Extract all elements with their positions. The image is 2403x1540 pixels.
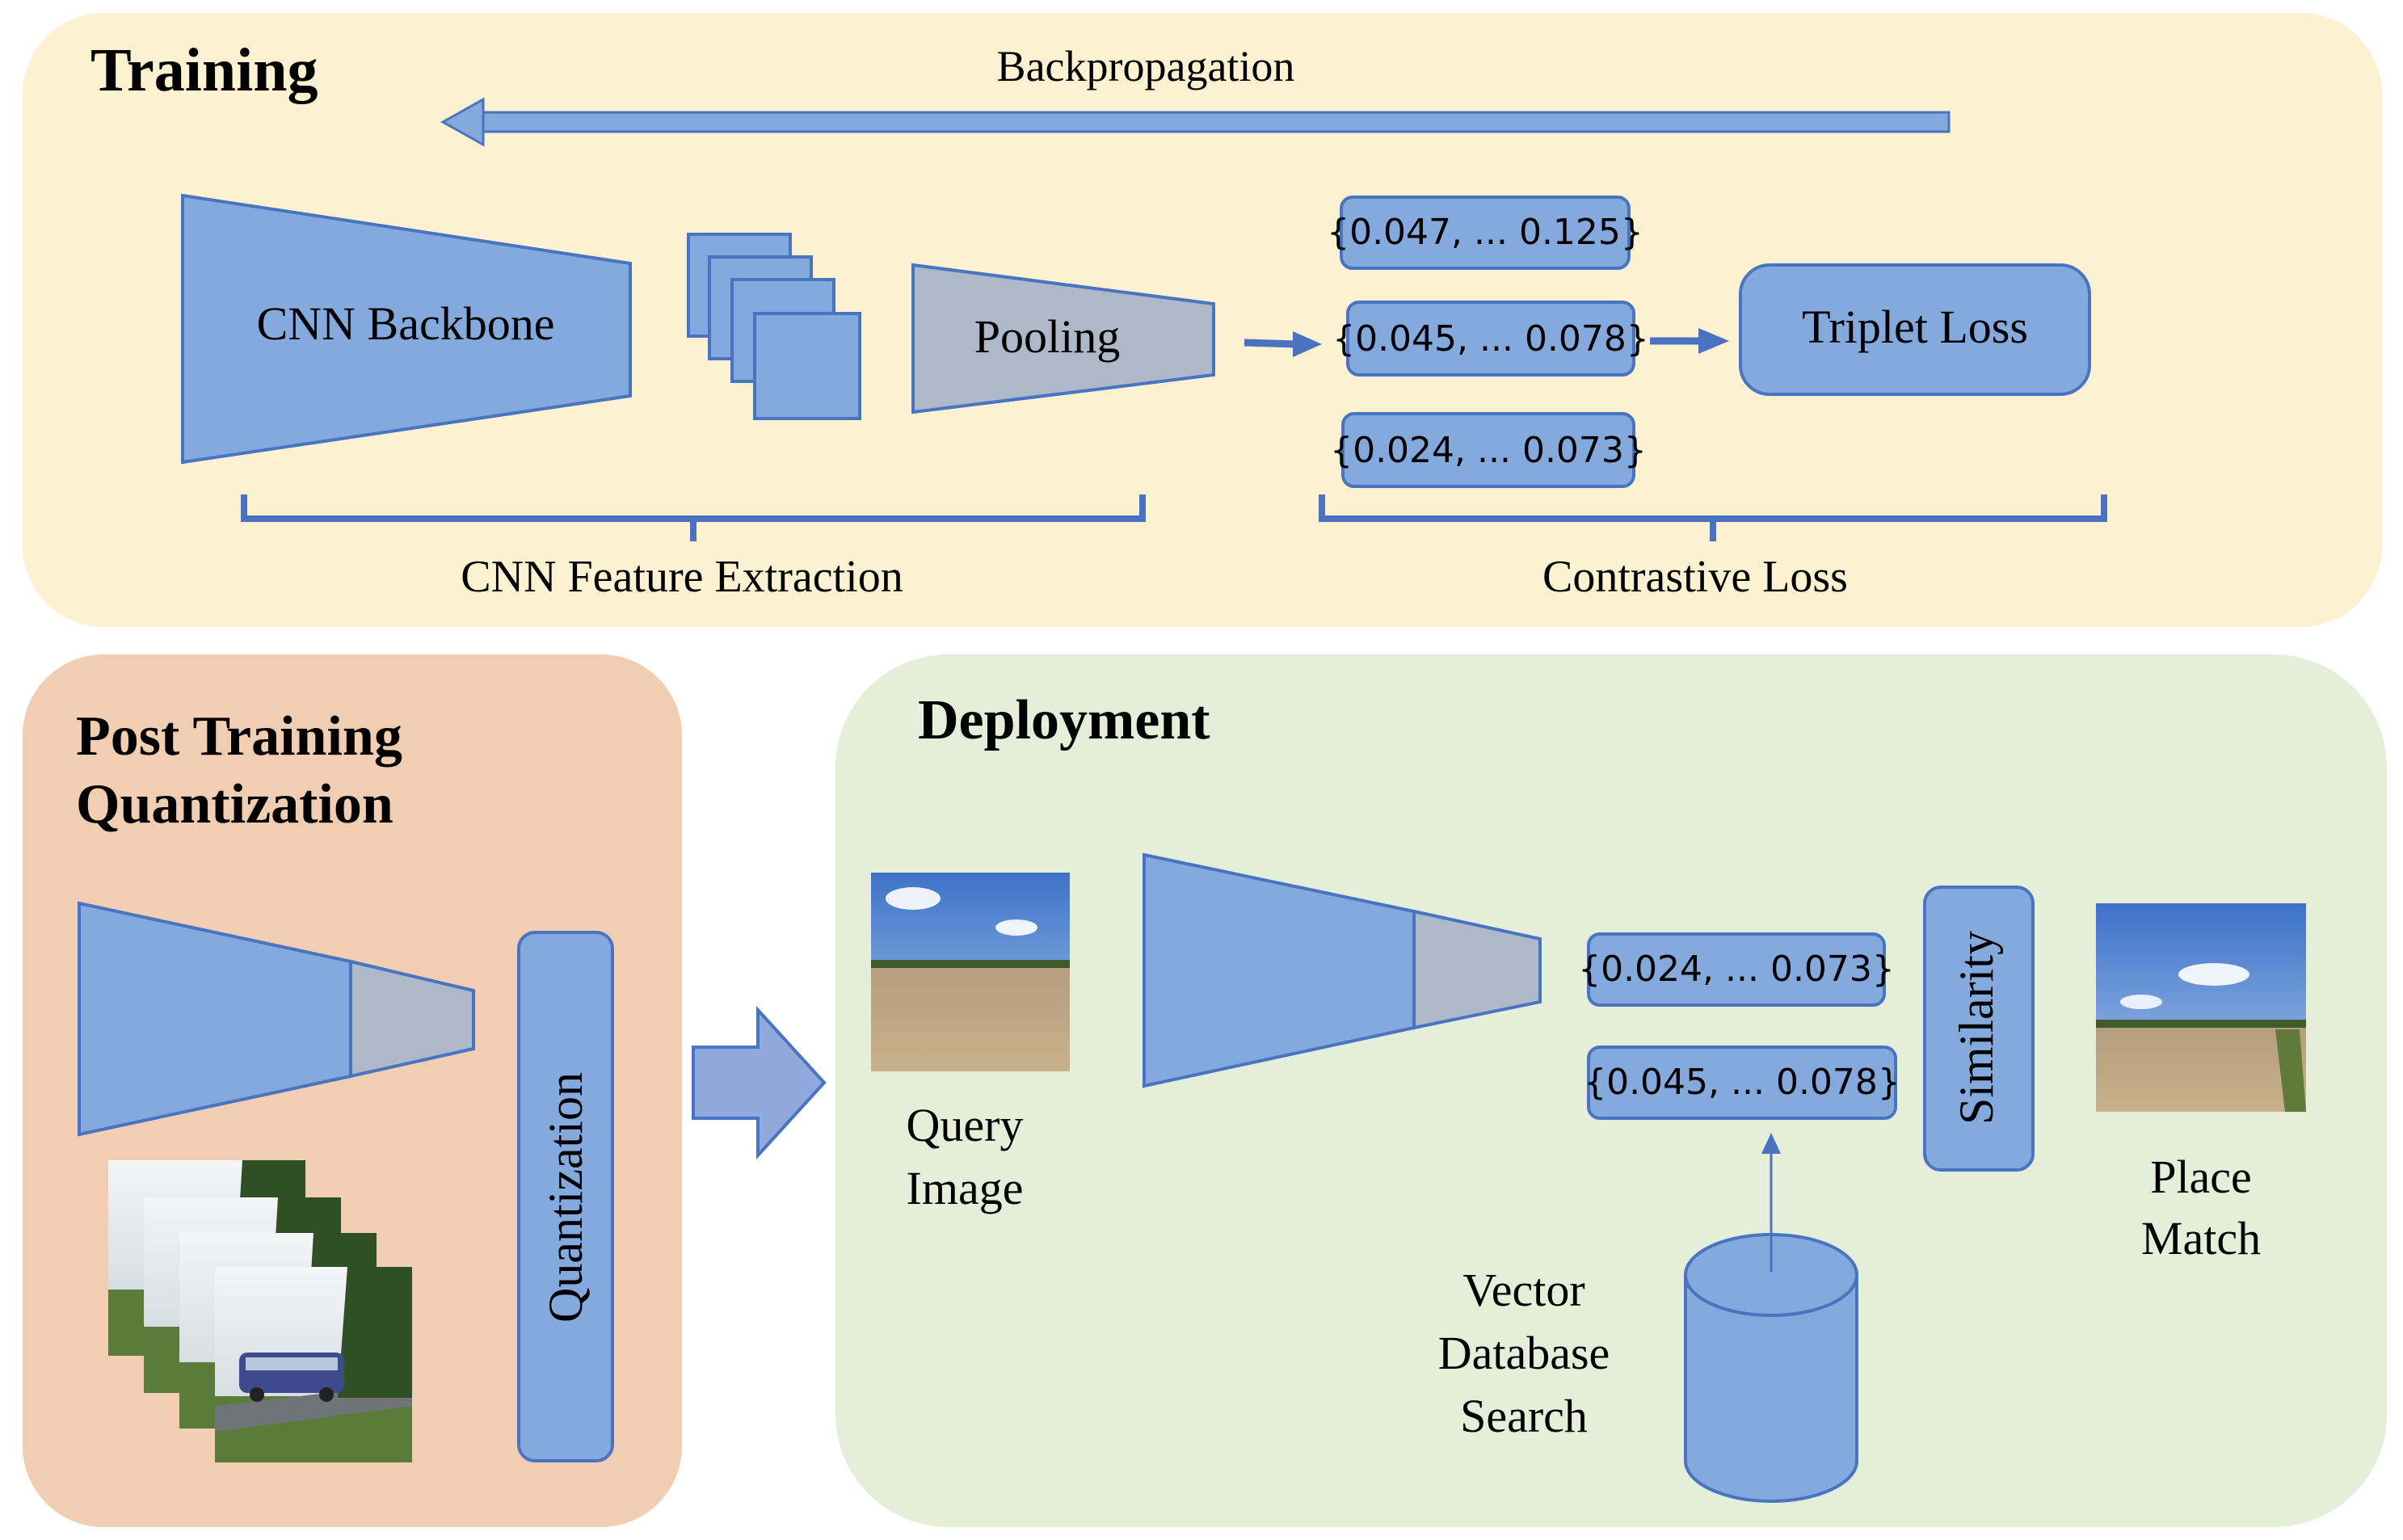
query-image [871,873,1070,1071]
backpropagation-label: Backpropagation [997,42,1295,90]
vectors-to-loss-arrow [1650,328,1729,354]
pooling-to-vectors-arrow [1244,331,1322,357]
feature-maps-stack [687,233,861,420]
training-vector-2-text: {0.045, ... 0.078} [1332,318,1649,360]
vector-db-label-line2: Database [1438,1327,1610,1379]
triplet-loss-label: Triplet Loss [1802,301,2028,353]
place-match-label-line1: Place [2150,1151,2252,1203]
ptq-panel: Post Training Quantization [23,654,682,1527]
contrastive-loss-brace [1319,494,2107,541]
feature-extraction-label: CNN Feature Extraction [461,552,903,602]
deploy-vector-1: {0.024, ... 0.073} [1578,932,1895,1007]
vector-db-label-line1: Vector [1462,1264,1584,1316]
training-panel: Training Backpropagation CNN Backbone Po… [23,13,2382,627]
ptq-model-block [78,901,475,1137]
contrastive-loss-label: Contrastive Loss [1542,552,1848,602]
place-match-label-line2: Match [2141,1212,2261,1264]
training-vector-3-text: {0.024, ... 0.073} [1330,430,1647,471]
triplet-loss-block: Triplet Loss [1739,263,2091,396]
pooling-label: Pooling [974,310,1121,363]
quantization-block: Quantization [517,931,614,1462]
backpropagation-arrow [440,97,1951,147]
query-label-line2: Image [907,1162,1024,1214]
training-vector-3: {0.024, ... 0.073} [1330,412,1647,488]
ptq-title-line2: Quantization [76,773,393,835]
cnn-backbone-label: CNN Backbone [257,297,555,350]
deploy-vector-1-text: {0.024, ... 0.073} [1578,949,1895,990]
ptq-title-line1: Post Training [76,705,402,768]
database-to-vector-arrow [1761,1133,1781,1272]
cnn-backbone-block: CNN Backbone [181,193,632,465]
calibration-images-stack [108,1160,412,1462]
database-cylinder-icon [1684,1233,1858,1503]
deployment-title: Deployment [918,689,1210,751]
calibration-image [215,1267,412,1462]
vector-db-label-line3: Search [1460,1390,1588,1442]
similarity-block: Similarity [1923,886,2035,1172]
deployed-model-block [1143,852,1542,1088]
similarity-label: Similarity [1950,931,2003,1125]
training-vector-1: {0.047, ... 0.125} [1327,196,1643,270]
feature-extraction-brace [241,494,1146,541]
place-match-image [2096,903,2306,1112]
query-label-line1: Query [907,1099,1024,1151]
quantization-label: Quantization [539,1072,592,1323]
deploy-vector-2-text: {0.045, ... 0.078} [1584,1062,1900,1103]
deployment-panel: Deployment Query Image {0.024, ... 0.073… [835,654,2387,1527]
ptq-to-deployment-arrow [692,1005,827,1160]
pooling-block: Pooling [911,263,1215,414]
training-vector-2: {0.045, ... 0.078} [1332,301,1649,377]
training-title: Training [90,36,318,104]
training-vector-1-text: {0.047, ... 0.125} [1327,212,1643,253]
deploy-vector-2: {0.045, ... 0.078} [1584,1046,1900,1120]
